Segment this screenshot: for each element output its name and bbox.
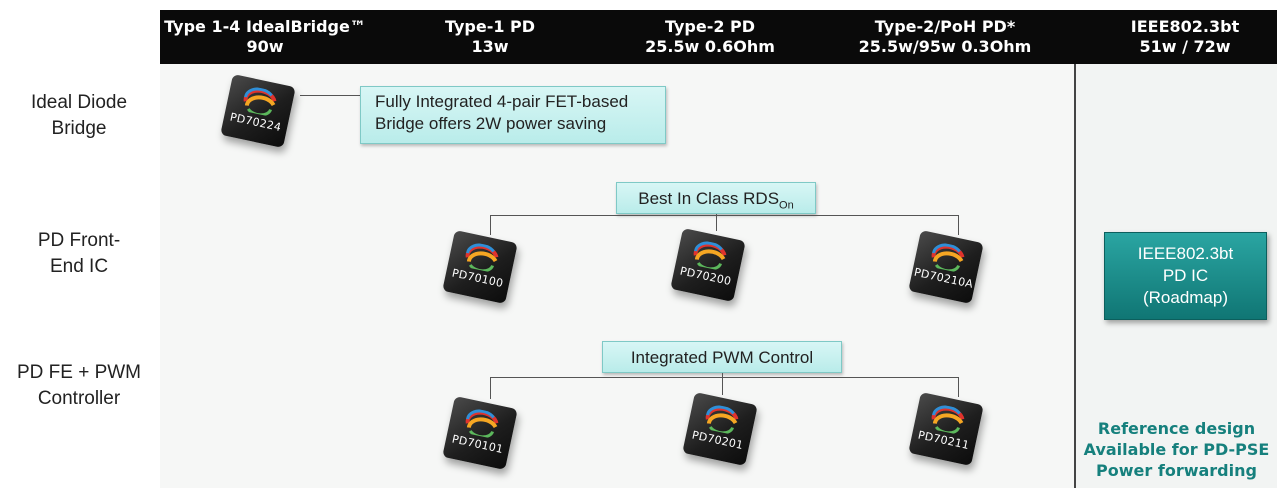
roadmap-line: (Roadmap)	[1142, 288, 1229, 307]
column-header-line: IEEE802.3bt	[1130, 17, 1240, 36]
column-header-type2-poh: Type-2/PoH PD* 25.5w/95w 0.3Ohm	[845, 10, 1045, 64]
column-header-line: 25.5w/95w 0.3Ohm	[858, 37, 1032, 56]
column-header-line: Type-2/PoH PD*	[874, 17, 1016, 36]
callout-line: Fully Integrated 4-pair FET-based	[375, 92, 629, 111]
connector-line	[722, 377, 723, 395]
chip-pd70211: PD70211	[908, 392, 984, 466]
rds-callout: Best In Class RDSOn	[616, 182, 816, 214]
row-label-line: End IC	[49, 256, 109, 277]
reference-line: Power forwarding	[1096, 461, 1257, 480]
pwm-callout: Integrated PWM Control	[602, 341, 842, 373]
roadmap-line: IEEE802.3bt	[1137, 244, 1234, 263]
row-label-line: PD FE + PWM	[16, 362, 142, 383]
column-header-line: 90w	[246, 37, 284, 56]
chip-logo-icon	[465, 243, 499, 273]
callout-text: Integrated PWM Control	[630, 348, 814, 367]
row-label-line: Ideal Diode	[30, 92, 128, 113]
chip-pd70224: PD70224	[220, 74, 296, 148]
row-label-ideal-diode-bridge: Ideal Diode Bridge	[0, 90, 158, 142]
connector-line	[722, 373, 723, 377]
callout-subscript: On	[779, 199, 794, 212]
column-header-idealbridge: Type 1-4 IdealBridge™ 90w	[160, 10, 370, 64]
column-header-line: Type-1 PD	[444, 17, 536, 36]
column-header-line: Type 1-4 IdealBridge™	[164, 17, 366, 36]
bridge-callout: Fully Integrated 4-pair FET-based Bridge…	[360, 86, 666, 144]
chip-pd70100: PD70100	[442, 230, 518, 304]
column-header-ieee8023bt: IEEE802.3bt 51w / 72w	[1110, 10, 1260, 64]
callout-line: Bridge offers 2W power saving	[375, 114, 607, 133]
header-bar	[160, 10, 1277, 64]
row-label-line: Controller	[37, 388, 121, 409]
row-label-line: Bridge	[51, 118, 107, 139]
chip-pd70201: PD70201	[682, 392, 758, 466]
row-label-pd-front-end: PD Front- End IC	[0, 228, 158, 280]
chip-pd70200: PD70200	[670, 228, 746, 302]
connector-line	[958, 215, 959, 235]
column-header-line: Type-2 PD	[664, 17, 756, 36]
reference-line: Available for PD-PSE	[1083, 440, 1270, 459]
row-label-line: PD Front-	[37, 230, 121, 251]
column-header-line: 13w	[471, 37, 509, 56]
column-header-line: 25.5w 0.6Ohm	[645, 37, 775, 56]
connector-line	[490, 215, 959, 216]
connector-line	[958, 377, 959, 397]
connector-line	[490, 215, 491, 235]
column-header-type2: Type-2 PD 25.5w 0.6Ohm	[620, 10, 800, 64]
connector-line	[490, 377, 491, 399]
reference-design-note: Reference design Available for PD-PSE Po…	[1076, 418, 1277, 481]
column-header-line: 51w / 72w	[1139, 37, 1231, 56]
chip-pd70210a: PD70210A	[908, 230, 984, 304]
roadmap-box: IEEE802.3bt PD IC (Roadmap)	[1104, 232, 1267, 320]
chip-pd70101: PD70101	[442, 396, 518, 470]
column-header-type1: Type-1 PD 13w	[400, 10, 580, 64]
connector-line	[490, 377, 959, 378]
callout-text: Best In Class RDS	[638, 189, 780, 208]
column-divider	[1074, 64, 1076, 488]
roadmap-line: PD IC	[1162, 266, 1209, 285]
row-label-pd-fe-pwm: PD FE + PWM Controller	[0, 360, 158, 412]
connector-line	[716, 215, 717, 231]
reference-line: Reference design	[1097, 419, 1256, 438]
connector-line	[300, 95, 360, 96]
